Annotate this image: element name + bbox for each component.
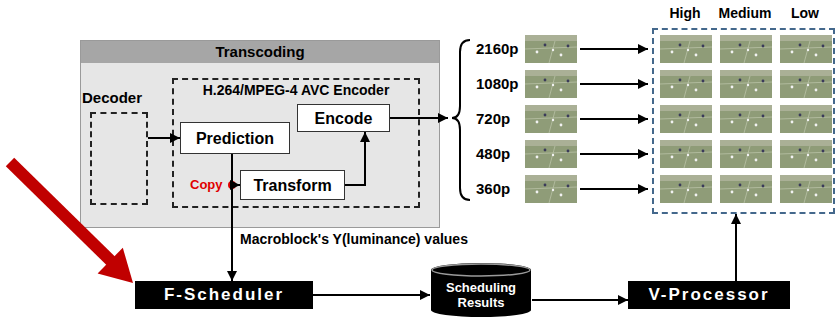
resolution-label: 480p <box>476 145 510 163</box>
edge-label: Macroblock's Y(luminance) values <box>240 231 468 248</box>
row-arrow <box>580 188 648 190</box>
column-heading: Low <box>775 4 835 22</box>
flow-arrow <box>232 154 240 185</box>
video-thumbnail <box>780 140 832 168</box>
video-thumbnail <box>720 175 772 203</box>
video-thumbnail <box>780 35 832 63</box>
column-heading: High <box>655 4 715 22</box>
resolution-label: 720p <box>476 110 510 128</box>
column-heading: Medium <box>715 4 775 22</box>
process-box: Transform <box>240 170 345 200</box>
copy-dot <box>228 181 236 189</box>
row-arrow <box>580 118 648 120</box>
video-thumbnail <box>720 105 772 133</box>
flow-arrow <box>313 294 430 296</box>
video-thumbnail <box>525 175 577 203</box>
panel-heading: Transcoding <box>81 41 439 63</box>
box-label: Prediction <box>196 129 274 148</box>
row-arrow <box>580 83 648 85</box>
video-thumbnail <box>660 35 712 63</box>
output-arrow <box>390 117 448 119</box>
video-thumbnail <box>780 175 832 203</box>
module-box: V-Processor <box>628 281 790 309</box>
video-thumbnail <box>660 140 712 168</box>
flow-arrow <box>532 299 628 301</box>
module-label: V-Processor <box>648 285 769 305</box>
row-arrow <box>580 153 648 155</box>
box-label: Transform <box>253 176 331 195</box>
video-thumbnail <box>525 140 577 168</box>
video-thumbnail <box>720 35 772 63</box>
module-label: F-Scheduler <box>164 285 284 305</box>
pointer-arrow-head <box>98 248 133 283</box>
video-thumbnail <box>660 175 712 203</box>
quality-grid: HighMediumLow <box>652 28 835 214</box>
video-thumbnail <box>780 70 832 98</box>
video-thumbnail <box>660 70 712 98</box>
resolution-label: 2160p <box>476 40 519 58</box>
resolution-label: 1080p <box>476 75 519 93</box>
row-arrow <box>580 48 648 50</box>
decoder-box: Decoder <box>90 112 148 205</box>
flow-arrow <box>148 137 180 139</box>
box-heading: Decoder <box>82 89 136 107</box>
video-thumbnail <box>720 140 772 168</box>
flow-arrow <box>735 214 737 281</box>
flow-arrow <box>345 132 365 185</box>
video-thumbnail <box>720 70 772 98</box>
transcoding-panel: TranscodingDecoder H.264/MPEG-4 AVC Encod… <box>80 40 440 228</box>
database-cylinder: Scheduling Results <box>430 262 532 318</box>
brace <box>452 40 470 200</box>
video-thumbnail <box>780 105 832 133</box>
process-box: Prediction <box>180 122 290 154</box>
flow-arrow <box>231 185 233 281</box>
process-box: Encode <box>297 104 390 132</box>
video-thumbnail <box>660 105 712 133</box>
box-label: Encode <box>315 109 373 128</box>
callout-label: Copy <box>190 176 223 194</box>
resolution-label: 360p <box>476 180 510 198</box>
video-thumbnail <box>525 35 577 63</box>
database-label: Scheduling Results <box>441 280 521 310</box>
module-box: F-Scheduler <box>135 281 313 309</box>
box-heading: H.264/MPEG-4 AVC Encoder <box>174 82 418 99</box>
pointer-arrow-shaft <box>10 162 114 264</box>
video-thumbnail <box>525 70 577 98</box>
video-thumbnail <box>525 105 577 133</box>
